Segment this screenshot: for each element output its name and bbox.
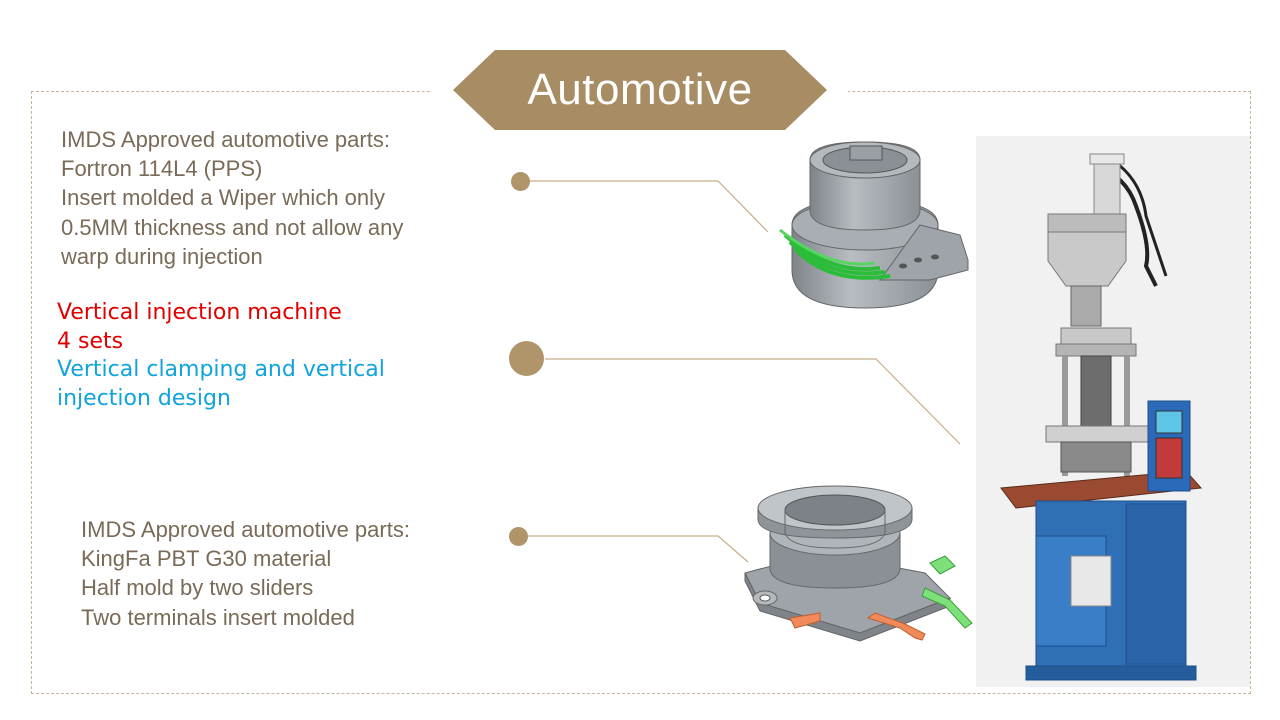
bullet-dot-2 bbox=[509, 341, 544, 376]
pbt-part-description: IMDS Approved automotive parts: KingFa P… bbox=[81, 517, 410, 630]
bullet-dot-3 bbox=[509, 527, 528, 546]
machine-type: Vertical injection machine bbox=[57, 300, 342, 325]
page-title: Automotive bbox=[527, 65, 753, 114]
title-banner: Automotive bbox=[453, 50, 827, 130]
bullet-dot-1 bbox=[511, 172, 530, 191]
machine-count: 4 sets bbox=[57, 328, 124, 354]
pps-wiper-part-image bbox=[779, 141, 969, 309]
machine-design-line2: injection design bbox=[57, 385, 231, 411]
pbt-terminal-part-image bbox=[744, 485, 973, 642]
vertical-injection-machine-image bbox=[1000, 153, 1203, 681]
machine-description: Vertical injection machine 4 sets Vertic… bbox=[57, 299, 385, 413]
machine-design-line1: Vertical clamping and vertical bbox=[57, 357, 385, 383]
pps-part-description: IMDS Approved automotive parts: Fortron … bbox=[61, 127, 404, 269]
